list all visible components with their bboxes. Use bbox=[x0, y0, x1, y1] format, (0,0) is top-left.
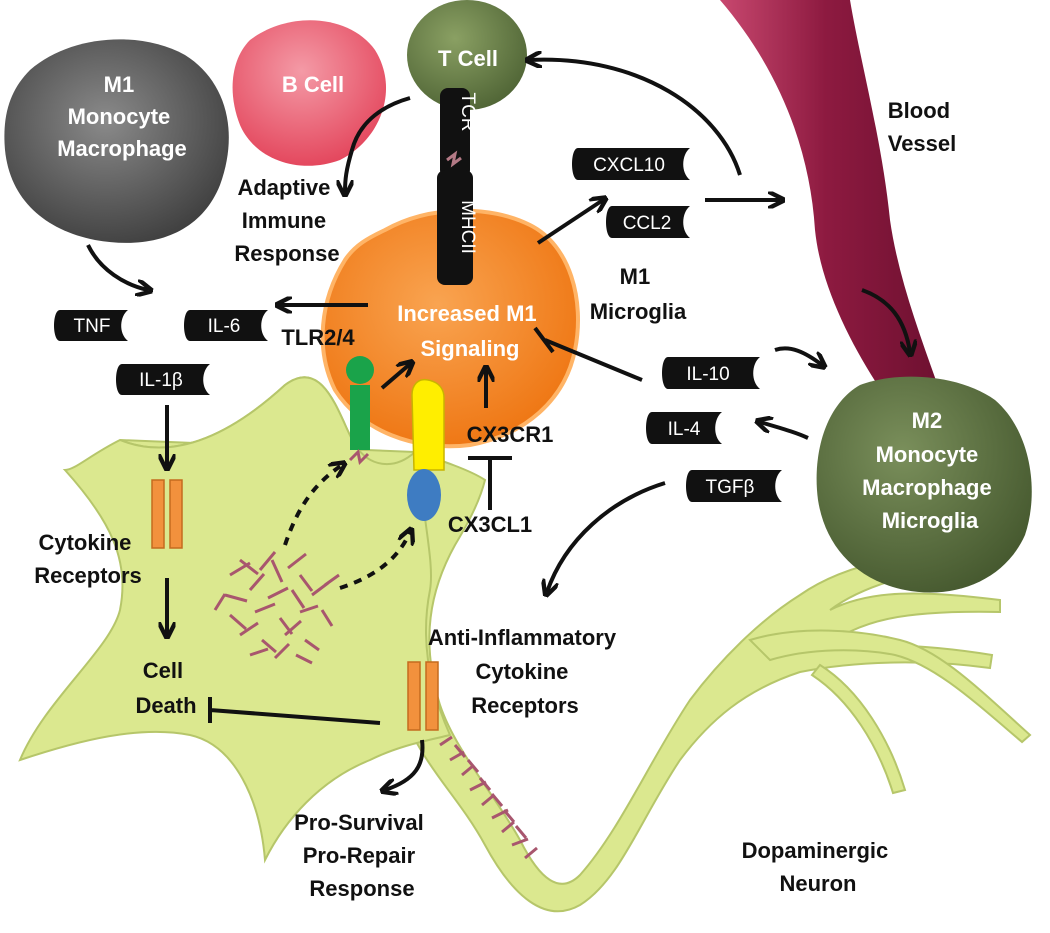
svg-text:IL-1β: IL-1β bbox=[139, 370, 183, 391]
m1-monocyte-macrophage bbox=[4, 39, 229, 243]
b-cell bbox=[232, 20, 387, 166]
anti-inflammatory-receptor-pair bbox=[407, 661, 439, 731]
protein-aggregate-axon bbox=[439, 735, 538, 860]
inhibit-il10-signaling bbox=[533, 326, 643, 382]
blood-vessel bbox=[720, 0, 955, 435]
arrow-il10-to-m2 bbox=[774, 346, 822, 365]
anti-inflammatory-receptors-label: Anti-Inflammatory Cytokine Receptors bbox=[428, 625, 622, 718]
tlr-label: TLR2/4 bbox=[281, 325, 355, 350]
inhibitions bbox=[208, 326, 643, 725]
m1-microglia bbox=[320, 208, 580, 449]
pro-survival-label: Pro-Survival Pro-Repair Response bbox=[294, 810, 430, 901]
svg-text:CXCL10: CXCL10 bbox=[593, 155, 665, 176]
cx3cr1-receptor bbox=[411, 378, 445, 471]
arrow-vessel-to-tcell bbox=[530, 60, 742, 176]
svg-text:TNF: TNF bbox=[74, 316, 111, 337]
arrows bbox=[86, 60, 910, 790]
inhibit-cx3cl1 bbox=[468, 456, 512, 510]
cytokine-tgfb: TGFβ bbox=[686, 470, 782, 502]
cytokine-cxcl10: CXCL10 bbox=[572, 148, 690, 180]
arrow-aggregate-to-tlr bbox=[283, 465, 342, 546]
protein-aggregate-soma bbox=[213, 551, 340, 665]
cell-death-label: Cell Death bbox=[135, 658, 196, 718]
arrow-m2-to-il4 bbox=[760, 422, 809, 440]
m2-cell-label: M2 Monocyte Macrophage Microglia bbox=[862, 408, 998, 533]
tlr-receptor bbox=[346, 356, 374, 466]
svg-text:IL-6: IL-6 bbox=[208, 316, 241, 337]
cx3cl1-ligand bbox=[407, 469, 441, 521]
cytokine-receptor-pair bbox=[151, 479, 183, 549]
m1-monocyte-label: M1 Monocyte Macrophage bbox=[57, 72, 187, 161]
increased-m1-signaling-label: Increased M1 Signaling bbox=[397, 301, 543, 361]
cytokine-il6: IL-6 bbox=[184, 310, 268, 341]
tcr-receptor bbox=[440, 88, 470, 178]
dopaminergic-neuron-label: Dopaminergic Neuron bbox=[742, 838, 895, 896]
arrow-tcell-to-adaptive bbox=[345, 96, 411, 192]
arrow-tlr-to-signaling bbox=[380, 364, 410, 390]
cytokine-il4: IL-4 bbox=[646, 412, 722, 444]
arrow-tgfb-to-antiinflammatory bbox=[547, 481, 666, 592]
arrow-vessel-to-m2 bbox=[861, 288, 910, 352]
mhcii-label: MHCII bbox=[457, 200, 478, 254]
tcr-label: TCR bbox=[457, 92, 478, 131]
svg-text:IL-10: IL-10 bbox=[686, 364, 729, 385]
cytokine-tnf: TNF bbox=[54, 310, 128, 341]
t-cell-label: T Cell bbox=[438, 46, 498, 71]
m1-microglia-label: M1 Microglia bbox=[590, 264, 687, 324]
arrow-to-cxcl10 bbox=[536, 200, 603, 245]
svg-text:IL-4: IL-4 bbox=[668, 419, 701, 440]
cx3cr1-label: CX3CR1 bbox=[467, 422, 554, 447]
cx3cl1-label: CX3CL1 bbox=[448, 512, 532, 537]
arrow-aggregate-to-cx3cl1 bbox=[339, 532, 410, 590]
svg-text:CCL2: CCL2 bbox=[623, 213, 672, 234]
blood-vessel-label: Blood Vessel bbox=[888, 98, 957, 156]
inhibit-cell-death bbox=[208, 697, 381, 725]
t-cell bbox=[407, 0, 527, 110]
cytokine-il1b: IL-1β bbox=[116, 364, 210, 395]
arrow-m1-to-tnf bbox=[86, 244, 148, 290]
b-cell-label: B Cell bbox=[282, 72, 344, 97]
adaptive-immune-response-label: Adaptive Immune Response bbox=[234, 175, 339, 266]
cytokine-receptors-label: Cytokine Receptors bbox=[34, 530, 142, 588]
cytokine-ccl2: CCL2 bbox=[606, 206, 690, 238]
svg-text:TGFβ: TGFβ bbox=[706, 477, 755, 498]
cytokine-il10: IL-10 bbox=[662, 357, 760, 389]
arrow-receptor-to-prosurvival bbox=[385, 739, 425, 790]
m2-monocyte-macrophage-microglia bbox=[816, 376, 1032, 593]
mhcii-receptor bbox=[437, 170, 473, 285]
